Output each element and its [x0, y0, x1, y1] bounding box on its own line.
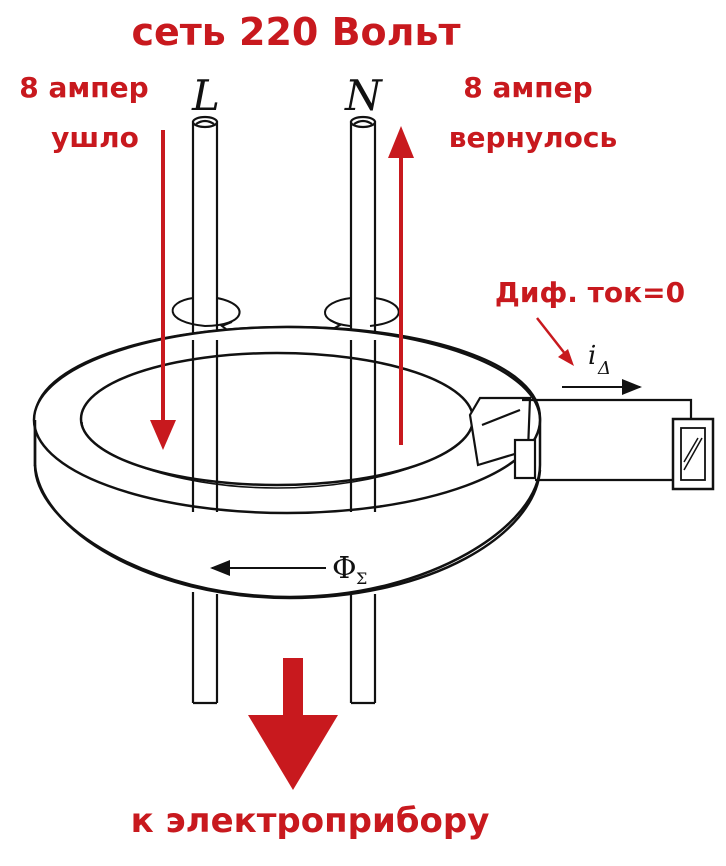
bottom-label: к электроприбору	[131, 801, 490, 841]
right-label-line1: 8 ампер	[463, 71, 592, 104]
flux-symbol: Φ	[332, 551, 357, 586]
right-label-line2: вернулось	[449, 121, 617, 154]
relay-coil-icon	[671, 417, 715, 491]
diagram-title: сеть 220 Вольт	[131, 10, 460, 54]
diff-pointer-arrow	[536, 317, 574, 366]
wire-label-l: L	[191, 71, 220, 120]
diff-current-label: Диф. ток=0	[495, 276, 685, 309]
wire-n-lower	[349, 594, 377, 705]
to-appliance-arrow	[248, 658, 338, 790]
toroidal-core	[32, 325, 542, 600]
outgoing-current-arrow	[150, 130, 176, 450]
secondary-circuit	[522, 398, 693, 482]
wire-l-lower	[191, 592, 219, 705]
wire-label-n: N	[344, 71, 383, 120]
current-symbol: i	[588, 341, 596, 371]
returning-current-arrow	[388, 126, 414, 445]
flux-arrow: Φ Σ	[210, 551, 367, 588]
differential-current-arrow: i Δ	[562, 341, 642, 395]
left-label-line1: 8 ампер	[19, 71, 148, 104]
secondary-coil-icon	[468, 396, 537, 480]
wire-n-inside	[349, 340, 377, 512]
left-label-line2: ушло	[51, 121, 139, 154]
wire-l-inside	[191, 340, 219, 512]
flux-subscript: Σ	[356, 569, 367, 588]
current-subscript: Δ	[597, 358, 611, 379]
